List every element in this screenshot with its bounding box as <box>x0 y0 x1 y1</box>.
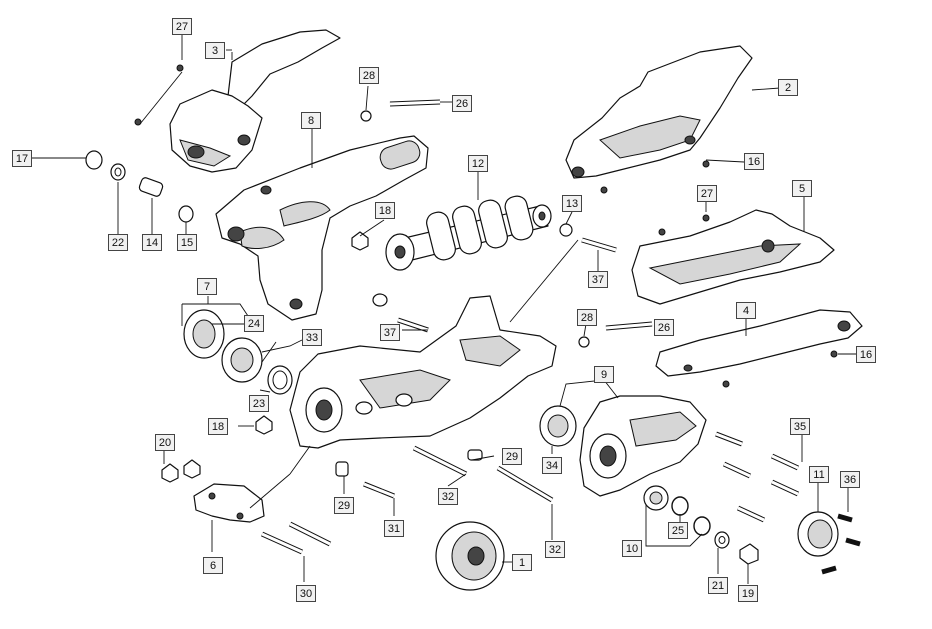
callout-4: 4 <box>736 302 756 319</box>
callout-1: 1 <box>512 554 532 571</box>
part-34-bearing <box>539 405 577 447</box>
part-5-chain-guard <box>631 209 835 305</box>
callout-27-right: 27 <box>697 185 717 202</box>
callout-18-upper: 18 <box>375 202 395 219</box>
callout-13: 13 <box>562 195 582 212</box>
part-9-hub-carrier <box>579 395 707 497</box>
callout-34: 34 <box>542 457 562 474</box>
leader-lines <box>32 34 858 584</box>
callout-9: 9 <box>594 366 614 383</box>
callout-23: 23 <box>249 395 269 412</box>
callout-32-left: 32 <box>438 488 458 505</box>
callout-31: 31 <box>384 520 404 537</box>
part-4-chain-slider <box>655 309 863 377</box>
callout-26-upper: 26 <box>452 95 472 112</box>
callout-16-top: 16 <box>744 153 764 170</box>
callout-27-left: 27 <box>172 18 192 35</box>
callout-36: 36 <box>840 471 860 488</box>
part-9-swingarm-body <box>289 295 557 449</box>
small-fastener-parts <box>85 64 838 483</box>
callout-30: 30 <box>296 585 316 602</box>
callout-25: 25 <box>668 522 688 539</box>
part-3-chain-guard <box>169 29 341 173</box>
callout-18-lower: 18 <box>208 418 228 435</box>
callout-35: 35 <box>790 418 810 435</box>
callout-20: 20 <box>155 434 175 451</box>
callout-17: 17 <box>12 150 32 167</box>
part-2-cover <box>565 45 753 179</box>
callout-21: 21 <box>708 577 728 594</box>
callout-28-lower: 28 <box>577 309 597 326</box>
callout-15: 15 <box>177 234 197 251</box>
callout-12: 12 <box>468 155 488 172</box>
part-6-bracket <box>193 483 265 523</box>
part-11-cover-cap <box>797 511 839 557</box>
callout-26-lower: 26 <box>654 319 674 336</box>
part-21-washer <box>714 531 730 549</box>
callout-7: 7 <box>197 278 217 295</box>
callout-29-left: 29 <box>334 497 354 514</box>
callout-37-left: 37 <box>380 324 400 341</box>
callout-3: 3 <box>205 42 225 59</box>
callout-28-upper: 28 <box>359 67 379 84</box>
part-8-swingarm-frame <box>215 135 429 321</box>
callout-37-right: 37 <box>588 271 608 288</box>
callout-22: 22 <box>108 234 128 251</box>
callout-14: 14 <box>142 234 162 251</box>
callout-11: 11 <box>809 466 829 483</box>
part-10-collar <box>643 485 669 511</box>
part-19-nut <box>739 543 759 565</box>
bolts <box>260 99 861 575</box>
part-7-bearing-set <box>183 309 293 395</box>
callout-2: 2 <box>778 79 798 96</box>
callout-10: 10 <box>622 540 642 557</box>
callout-24: 24 <box>244 315 264 332</box>
part-1-sprocket <box>435 521 505 591</box>
callout-5: 5 <box>792 180 812 197</box>
callout-6: 6 <box>203 557 223 574</box>
callout-16-bottom: 16 <box>856 346 876 363</box>
callout-33: 33 <box>302 329 322 346</box>
callout-8: 8 <box>301 112 321 129</box>
callout-19: 19 <box>738 585 758 602</box>
callout-32-right: 32 <box>545 541 565 558</box>
part-12-shock-absorber <box>385 195 552 271</box>
callout-29-right: 29 <box>502 448 522 465</box>
